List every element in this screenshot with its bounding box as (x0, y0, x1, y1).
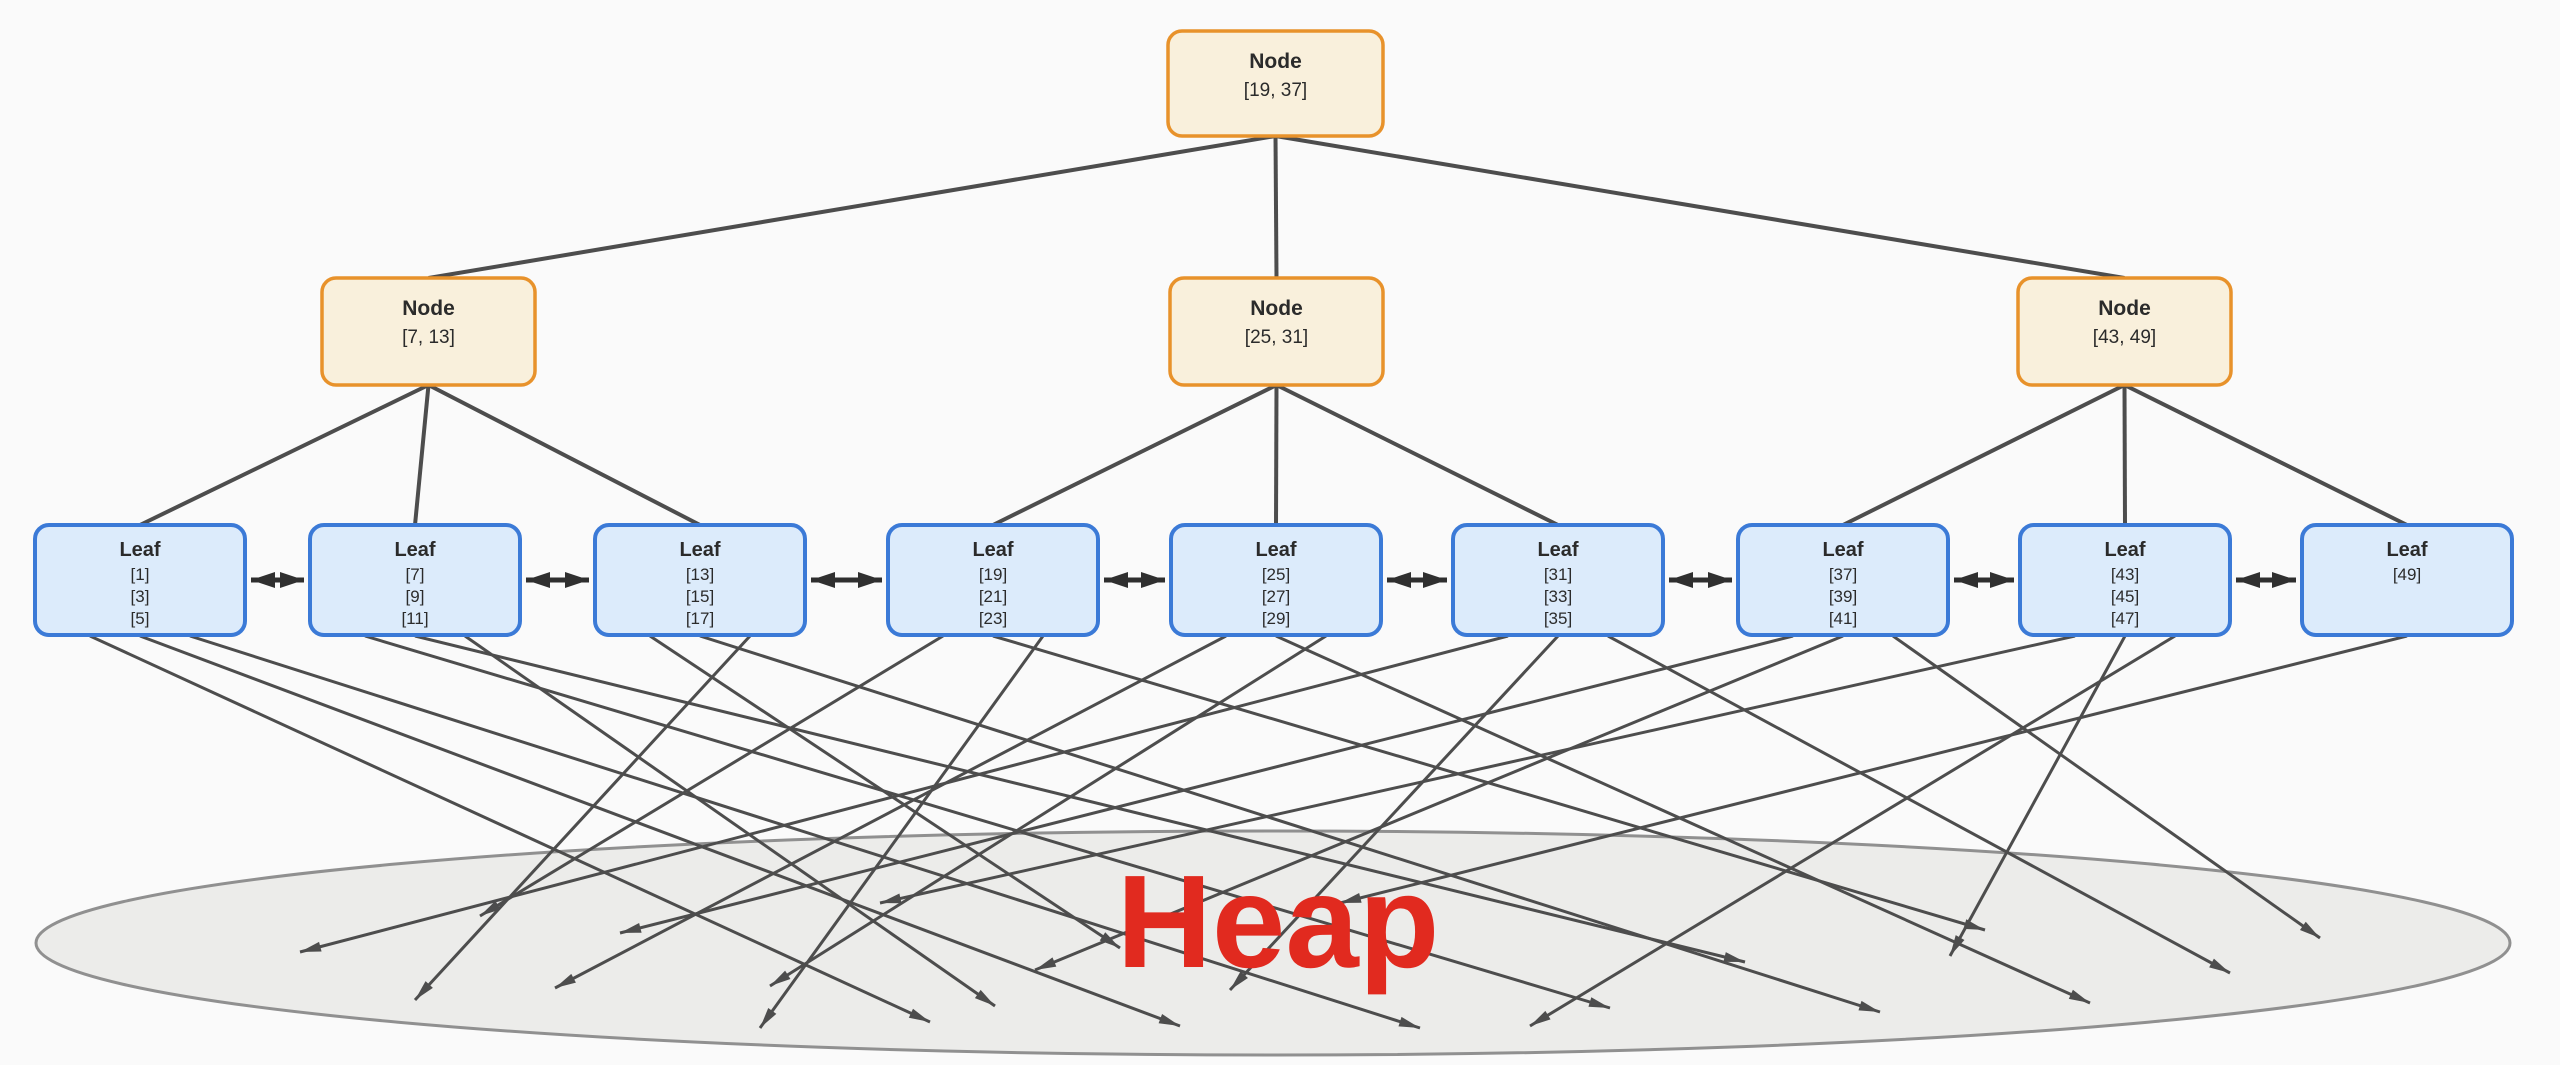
heap-label: Heap (1117, 848, 1440, 995)
internal-node-box (2016, 276, 2233, 387)
node-keys: [19, 37] (1244, 80, 1307, 101)
tree-edge (428, 134, 1276, 280)
heap-arrow (1892, 634, 2321, 940)
leaf-entry: [21] (979, 587, 1007, 606)
leaf-entry: [11] (401, 609, 428, 628)
leaf-node-box (886, 523, 1100, 637)
leaf-entry: [17] (686, 609, 714, 628)
leaf-entry: [29] (1262, 609, 1290, 628)
leaf-node-box (2018, 523, 2232, 637)
tree-edge (413, 384, 431, 526)
heap-arrow (879, 634, 2076, 905)
node-keys: [7, 13] (402, 327, 455, 348)
heap-arrow (699, 634, 1881, 1014)
leaf-title: Leaf (679, 539, 720, 561)
tree-edge (1273, 135, 1279, 279)
leaf-entry: [43] (2111, 565, 2139, 584)
leaf-node-box (1736, 523, 1950, 637)
leaf-entry: [19] (979, 565, 1007, 584)
leaf-entry: [31] (1544, 565, 1572, 584)
node-keys: [43, 49] (2093, 327, 2156, 348)
tree-edge (2123, 383, 2408, 527)
leaf-entry: [9] (406, 587, 425, 606)
heap-arrow (619, 634, 1794, 935)
heap-arrow (1228, 634, 1560, 992)
tree-edge (1842, 383, 2126, 527)
leaf-entry: [49] (2393, 565, 2421, 584)
leaf-title: Leaf (2386, 539, 2427, 561)
leaf-title: Leaf (1255, 539, 1296, 561)
leaf-entry: [25] (1262, 565, 1290, 584)
heap-arrow (1948, 635, 2127, 957)
leaf-entry: [7] (406, 565, 425, 584)
leaf-title: Leaf (972, 539, 1013, 561)
heap-arrow (414, 634, 1746, 964)
leaf-entry: [3] (131, 587, 150, 606)
heap-arrow (1607, 634, 2231, 975)
internal-node-box (1168, 276, 1385, 387)
heap-arrow (139, 634, 1181, 1028)
node-keys: [25, 31] (1245, 327, 1308, 348)
leaf-entry: [13] (686, 565, 714, 584)
heap-arrow (1339, 634, 2408, 905)
leaf-entry: [35] (1544, 609, 1572, 628)
node-title: Node (1249, 50, 1302, 73)
leaf-entry: [1] (131, 565, 150, 584)
tree-edge (2122, 384, 2127, 526)
heap-arrow (299, 634, 1509, 954)
heap-arrow (89, 634, 931, 1024)
leaf-node-box (1451, 523, 1665, 637)
leaf-entry: [41] (1829, 609, 1857, 628)
leaf-title: Leaf (1822, 539, 1863, 561)
tree-edge (1275, 383, 1559, 527)
heap-arrow (189, 634, 1421, 1030)
leaf-entry: [15] (686, 587, 714, 606)
leaf-title: Leaf (1537, 539, 1578, 561)
heap-arrow (413, 634, 752, 1002)
leaf-entry: [47] (2111, 609, 2139, 628)
node-title: Node (1250, 297, 1303, 320)
tree-edge (139, 383, 430, 527)
node-title: Node (2098, 297, 2151, 320)
heap-arrow (479, 634, 944, 918)
leaf-entry: [27] (1262, 587, 1290, 606)
leaf-title: Leaf (119, 539, 160, 561)
heap-arrow (364, 634, 1611, 1010)
internal-node-box (320, 276, 537, 387)
root-node-box (1166, 29, 1385, 138)
heap-arrow (1034, 634, 1844, 972)
leaf-title: Leaf (394, 539, 435, 561)
tree-edge (1275, 134, 2125, 280)
heap-arrow (649, 634, 1121, 950)
tree-edge (992, 383, 1278, 527)
leaf-entry: [33] (1544, 587, 1572, 606)
leaf-entry: [5] (131, 609, 150, 628)
leaf-entry: [39] (1829, 587, 1857, 606)
heap-arrow (1529, 634, 2176, 1028)
tree-edge (427, 383, 701, 527)
tree-edge (1274, 384, 1279, 526)
node-title: Node (402, 297, 455, 320)
heap-arrow (554, 634, 1227, 990)
leaf-node-box (33, 523, 247, 637)
leaf-node-box (593, 523, 807, 637)
leaf-node-box (1169, 523, 1383, 637)
leaf-node-box (308, 523, 522, 637)
leaf-entry: [45] (2111, 587, 2139, 606)
leaf-title: Leaf (2104, 539, 2145, 561)
heap-arrow (769, 634, 1327, 988)
leaf-entry: [23] (979, 609, 1007, 628)
leaf-node-box (2300, 523, 2514, 637)
leaf-entry: [37] (1829, 565, 1857, 584)
heap-arrow (464, 634, 996, 1008)
